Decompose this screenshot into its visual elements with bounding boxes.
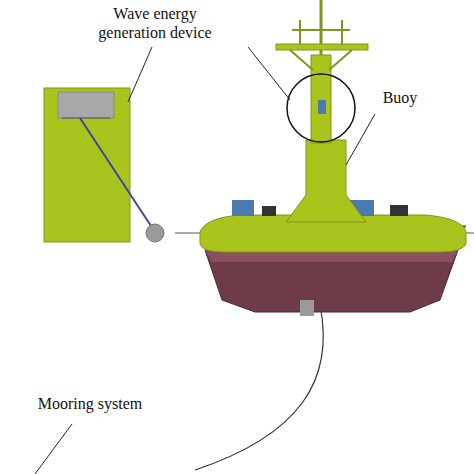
deck-equipment <box>262 206 276 216</box>
antenna <box>341 20 343 44</box>
part-label: Buoy <box>370 88 430 107</box>
pendulum-arm <box>80 118 153 229</box>
leader-line <box>35 424 72 474</box>
arm-brace <box>290 50 313 70</box>
pivot-bar <box>62 118 110 119</box>
arm-brace <box>329 50 352 70</box>
leader-line <box>346 114 375 165</box>
cross-arm <box>276 44 368 50</box>
buoy-mast <box>311 55 331 143</box>
part-label: Mooring system <box>20 394 160 413</box>
device-window <box>318 100 326 114</box>
antenna-bar <box>292 29 350 31</box>
buoy-hull <box>205 250 458 312</box>
leader-line <box>248 47 290 100</box>
device-housing <box>44 88 130 242</box>
deck-equipment <box>232 200 254 216</box>
detail-circle <box>287 74 355 142</box>
leader-line <box>128 47 152 102</box>
deck-equipment <box>390 205 408 216</box>
pendulum-mass <box>146 224 164 242</box>
generator-block <box>58 92 114 118</box>
mooring-line <box>195 305 323 470</box>
part-label: Wave energy generation device <box>85 4 225 42</box>
antenna <box>299 20 301 44</box>
hull-fitting <box>300 300 314 316</box>
buoy-column <box>286 140 366 222</box>
